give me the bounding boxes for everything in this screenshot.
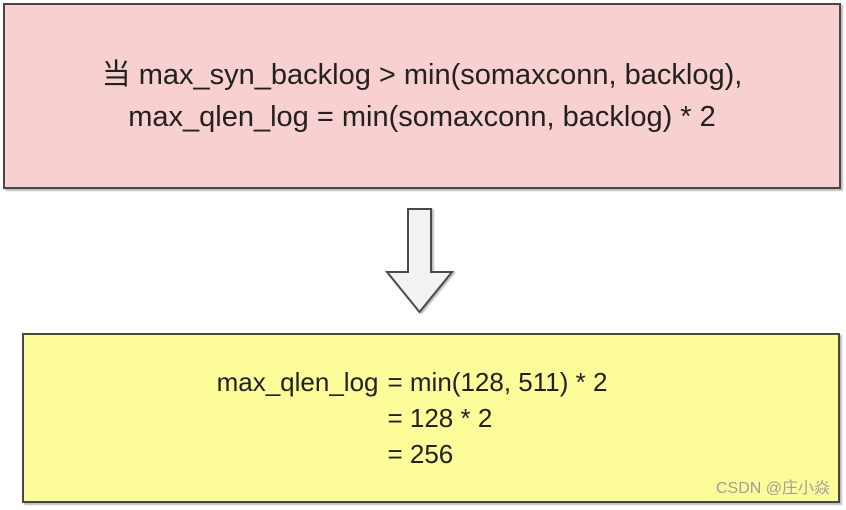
- down-arrow-icon: [385, 208, 455, 314]
- result-box: max_qlen_log = min(128, 511) * 2 = 128 *…: [22, 333, 840, 503]
- calc-steps: = min(128, 511) * 2 = 128 * 2 = 256: [387, 364, 607, 472]
- calc-step-1: = min(128, 511) * 2: [387, 367, 608, 397]
- calculation: max_qlen_log = min(128, 511) * 2 = 128 *…: [24, 364, 838, 472]
- calc-step-3: = 256: [387, 439, 454, 469]
- condition-box: 当 max_syn_backlog > min(somaxconn, backl…: [3, 3, 841, 189]
- condition-line-2: max_qlen_log = min(somaxconn, backlog) *…: [128, 101, 716, 133]
- calc-step-2: = 128 * 2: [387, 403, 493, 433]
- condition-line-1: 当 max_syn_backlog > min(somaxconn, backl…: [101, 59, 743, 91]
- watermark: CSDN @庄小焱: [715, 480, 830, 497]
- calc-lhs: max_qlen_log: [216, 367, 379, 397]
